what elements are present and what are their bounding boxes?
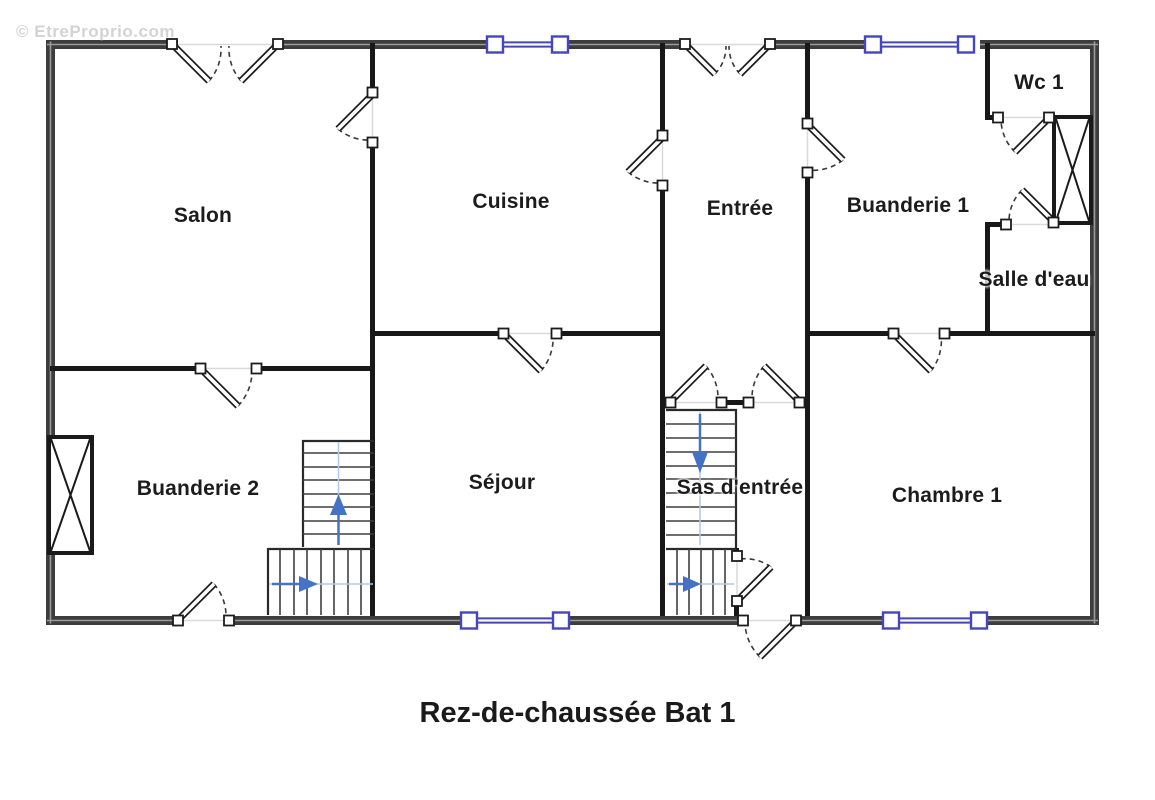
door-hinges <box>166 38 1060 627</box>
duct-box-left <box>47 435 94 555</box>
room-label-chambre-1: Chambre 1 <box>891 484 1003 507</box>
staircase-buanderie2 <box>266 439 374 615</box>
room-label-sas-d-entree: Sas d'entrée <box>676 476 804 499</box>
door-leaves <box>171 43 1055 660</box>
room-label-salon: Salon <box>173 204 233 227</box>
watermark: © EtreProprio.com <box>16 22 175 41</box>
arrow-right-icon <box>299 576 318 592</box>
door-arcs <box>208 45 1023 658</box>
plan-title: Rez-de-chaussée Bat 1 <box>419 697 736 729</box>
arrow-down-icon <box>692 452 708 473</box>
interior-walls <box>50 43 1095 616</box>
room-label-buanderie-2: Buanderie 2 <box>136 477 260 500</box>
room-label-buanderie-1: Buanderie 1 <box>846 194 970 217</box>
duct-box-right <box>1052 115 1093 225</box>
windows <box>459 35 989 630</box>
room-label-salle-d-eau: Salle d'eau <box>978 268 1090 291</box>
room-label-sejour: Séjour <box>468 471 536 494</box>
arrow-right-icon <box>683 576 701 592</box>
arrow-up-icon <box>330 494 347 515</box>
room-label-cuisine: Cuisine <box>472 190 550 213</box>
room-label-wc-1: Wc 1 <box>1014 71 1064 94</box>
stair-arrows <box>269 412 734 592</box>
room-label-entree: Entrée <box>706 197 774 220</box>
